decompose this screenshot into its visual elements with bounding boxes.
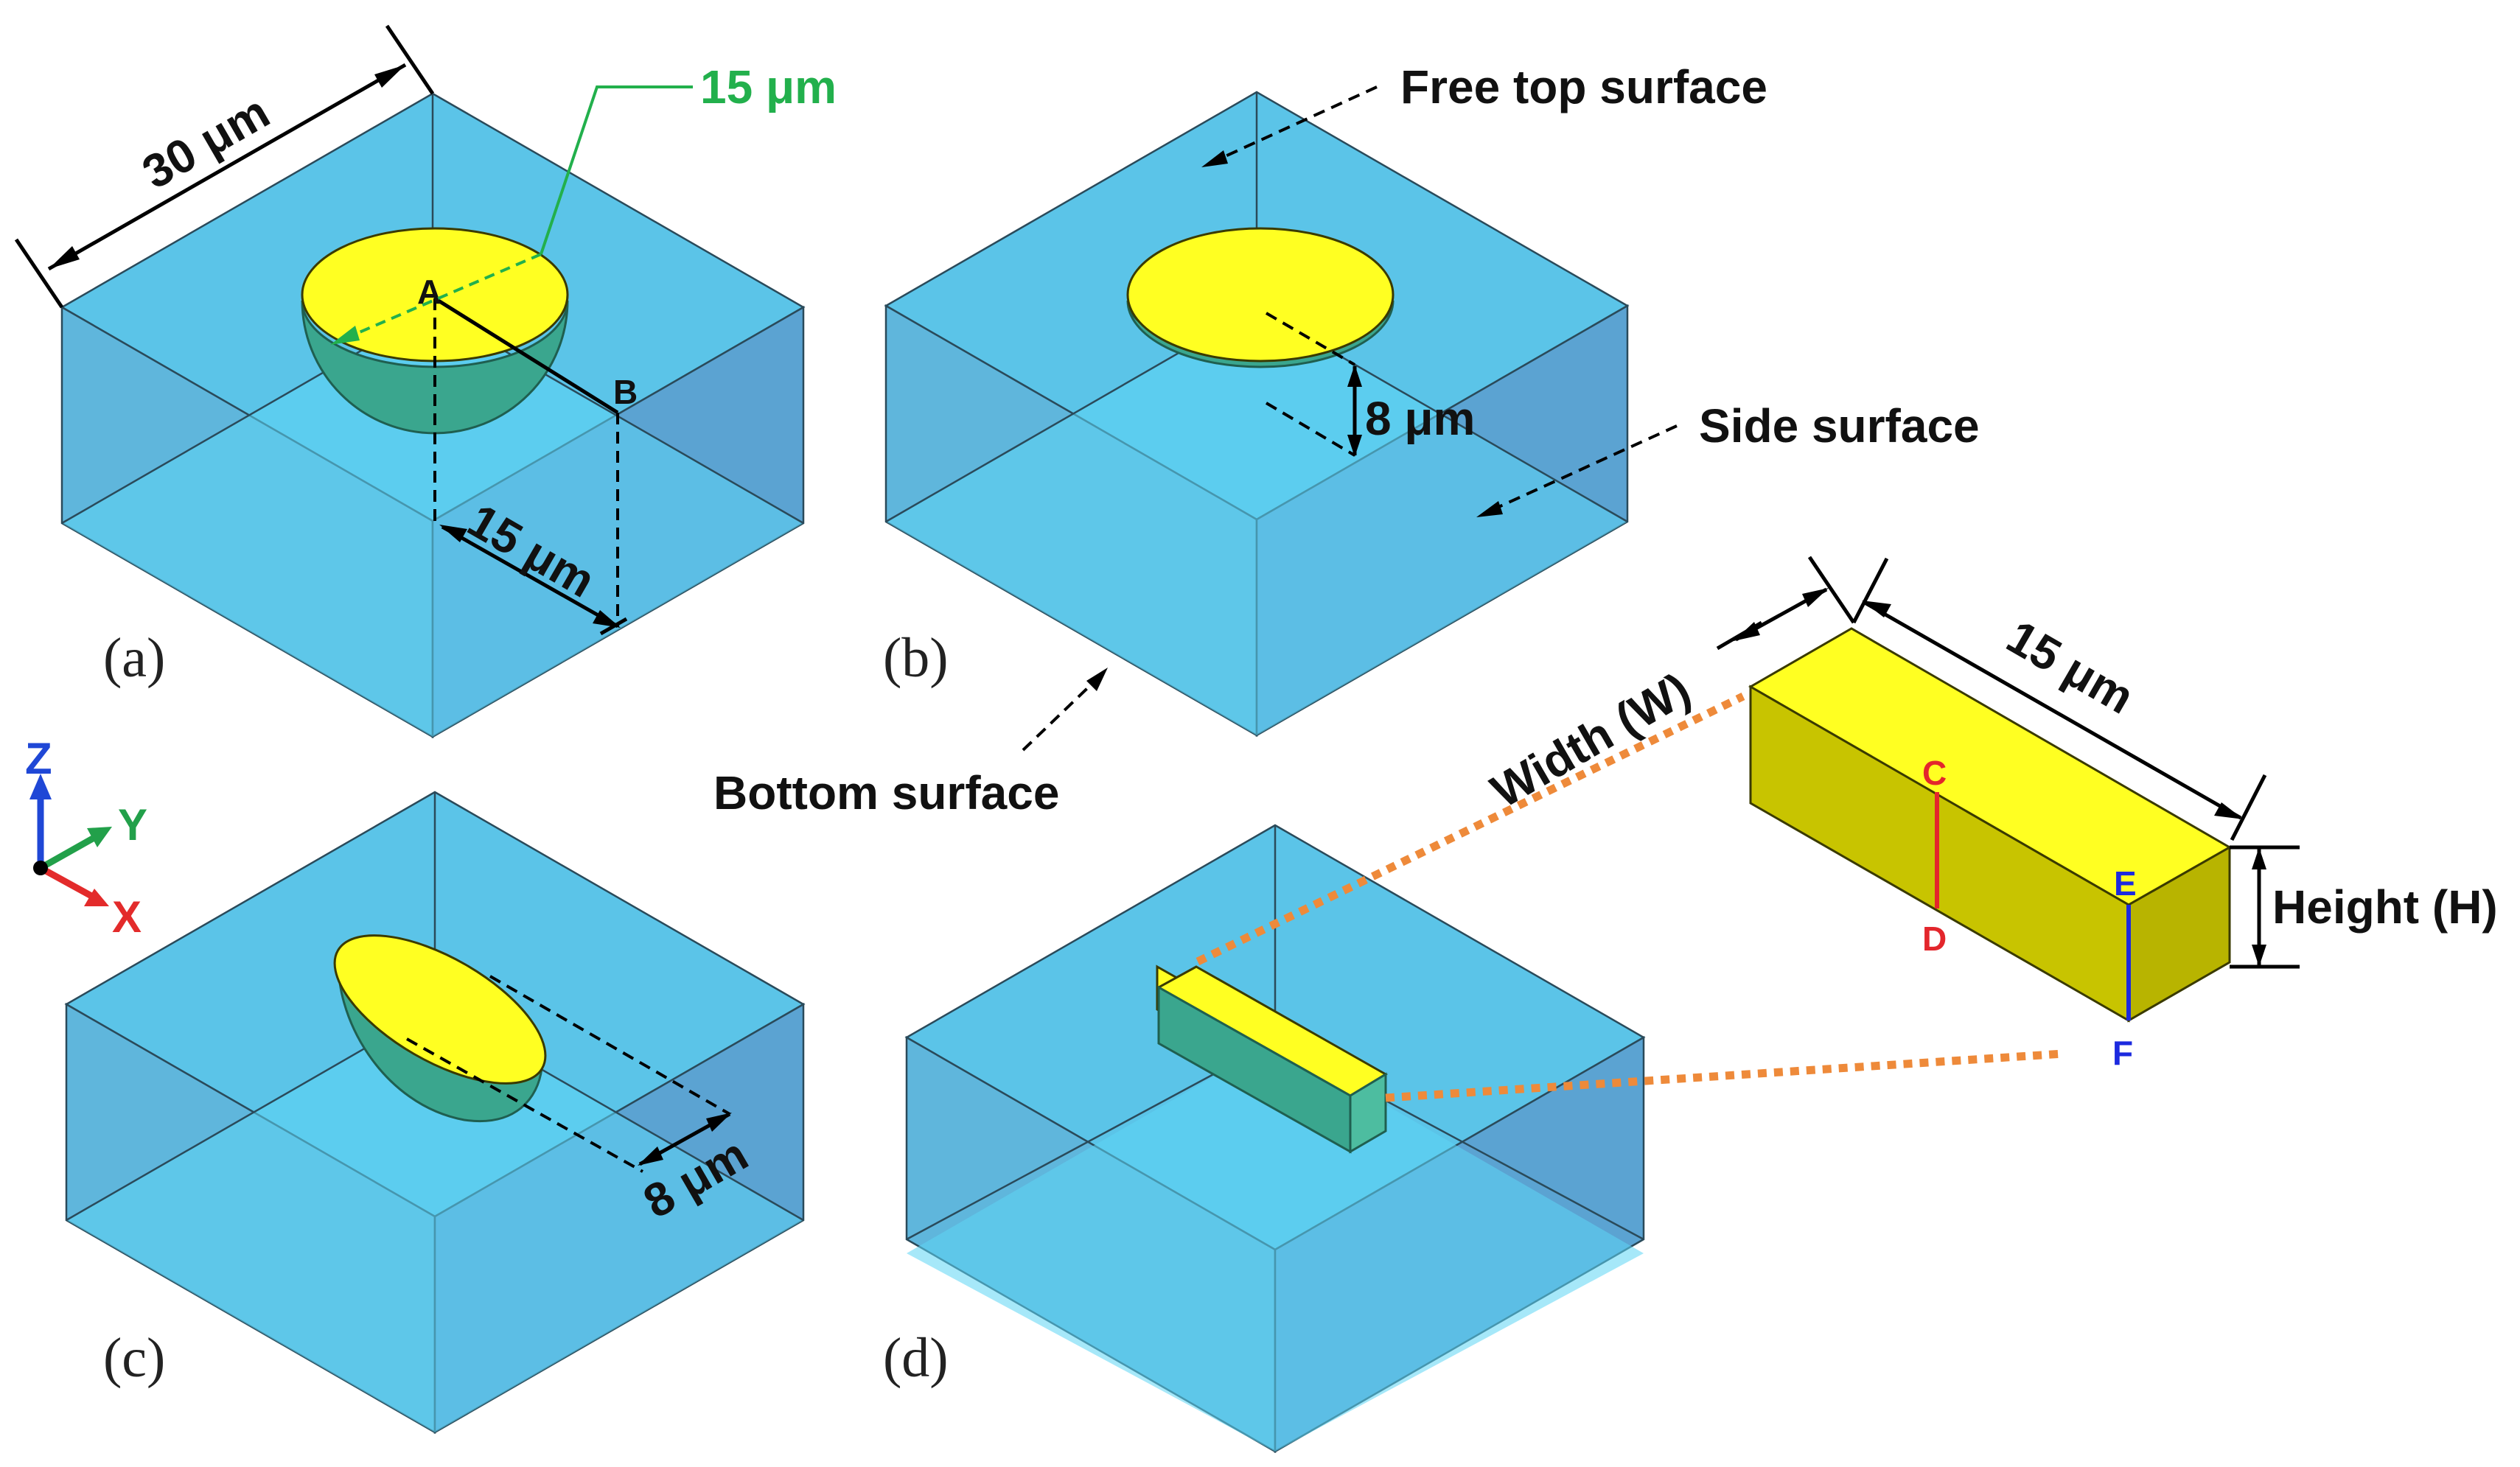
point-a-label: A: [417, 273, 441, 311]
point-c-label: C: [1922, 754, 1947, 792]
axis-origin: [33, 861, 48, 875]
free-top-arrow: [1212, 85, 1378, 164]
length-tick-left: [1851, 557, 1889, 624]
c-depth-dash-top: [489, 975, 730, 1116]
box-c: [64, 791, 806, 1435]
dim-30-line: [47, 63, 407, 271]
height-arrow-top: [2252, 847, 2266, 869]
bottom-surface-label: Bottom surface: [713, 766, 1059, 819]
b-depth-arrow-top: [1347, 365, 1362, 387]
panel-d: C D E F Width (W) 15 μm Height (H) (d): [883, 556, 2498, 1454]
c-depth-dash-bottom: [406, 1037, 643, 1173]
width-tick-right: [1807, 556, 1856, 624]
point-e-label: E: [2114, 864, 2137, 903]
free-top-surface-label: Free top surface: [1400, 60, 1767, 113]
point-b-label: B: [613, 373, 638, 411]
axis-triad: Z Y X: [25, 734, 147, 942]
length-arrow-left: [1862, 601, 1891, 617]
dim-30-arrow-right: [374, 65, 405, 88]
dim-30-tick-right: [385, 24, 435, 95]
dim-15-tick: [599, 617, 628, 636]
dim-30-tick-left: [14, 238, 64, 309]
side-surface-arrow: [1487, 424, 1678, 514]
width-arrow-right: [1802, 588, 1829, 607]
small-slab-end: [1349, 1072, 1387, 1154]
c-depth-arrow-right: [706, 1113, 732, 1132]
dim-15-arrow-left: [439, 525, 467, 542]
b-depth-arrow-bottom: [1347, 435, 1362, 457]
radius-leader: [540, 85, 693, 255]
bottom-surface-arrowhead: [1086, 668, 1108, 691]
box-d: [904, 824, 1646, 1454]
length-tick-right: [2230, 774, 2267, 841]
quarter-ellipsoid-c: [333, 934, 547, 1122]
side-surface-arrowhead: [1476, 501, 1503, 517]
dim-15-arrow-right: [593, 610, 621, 628]
radius-label: 15 μm: [700, 60, 837, 113]
b-depth-dash-bottom: [1265, 402, 1356, 457]
b-depth-dash-top: [1265, 312, 1356, 366]
point-f-label: F: [2112, 1034, 2133, 1072]
panel-c-label: (c): [103, 1327, 165, 1389]
axis-x-label: X: [112, 892, 142, 942]
line-a-b: [433, 296, 619, 415]
point-d-label: D: [1922, 920, 1947, 958]
box-b: [884, 91, 1630, 738]
axis-x-line: [38, 865, 102, 903]
axis-y-arrowhead: [87, 827, 112, 847]
height-label: Height (H): [2272, 880, 2498, 934]
bottom-surface-arrow: [1022, 675, 1101, 752]
large-slab: [1748, 627, 2233, 1023]
dim-30-arrow-left: [49, 246, 80, 269]
axis-z-label: Z: [25, 734, 52, 783]
b-depth-label: 8 μm: [1365, 392, 1475, 445]
axis-y-label: Y: [118, 800, 147, 850]
connector-upper: [1196, 693, 1745, 965]
panel-d-label: (d): [883, 1327, 949, 1389]
axis-x-arrowhead: [84, 889, 109, 906]
width-label: Width (W): [1482, 662, 1699, 818]
box-d-inner-floor: [907, 1041, 1644, 1452]
panel-a-label: (a): [103, 627, 165, 689]
length-line: [1863, 601, 2242, 820]
panel-c: 8 μm (c): [64, 791, 806, 1435]
axis-z-arrowhead: [29, 774, 52, 799]
width-arrow-left: [1734, 622, 1760, 641]
panel-b: 8 μm Free top surface Side surface Botto…: [713, 60, 1980, 819]
dim-30-label: 30 μm: [133, 85, 278, 199]
radius-dashed-arrow: [335, 253, 542, 344]
length-label: 15 μm: [1998, 610, 2143, 724]
spherical-cap-b-top: [1126, 227, 1395, 363]
length-arrow-right: [2214, 802, 2244, 819]
dim-15-line: [441, 525, 619, 629]
panel-a: A B 30 μm 15 μm 15 μm (a): [14, 24, 837, 739]
c-depth-arrow-left: [638, 1146, 663, 1166]
free-top-arrowhead: [1201, 150, 1228, 167]
small-slab-d: [1156, 964, 1389, 1154]
panel-b-label: (b): [883, 627, 949, 689]
side-surface-label: Side surface: [1699, 399, 1980, 452]
quarter-ellipsoid-c-top: [333, 934, 547, 1085]
height-arrow-bottom: [2252, 945, 2266, 967]
spherical-cap-b: [1126, 227, 1395, 368]
radius-arrowhead: [330, 326, 360, 345]
